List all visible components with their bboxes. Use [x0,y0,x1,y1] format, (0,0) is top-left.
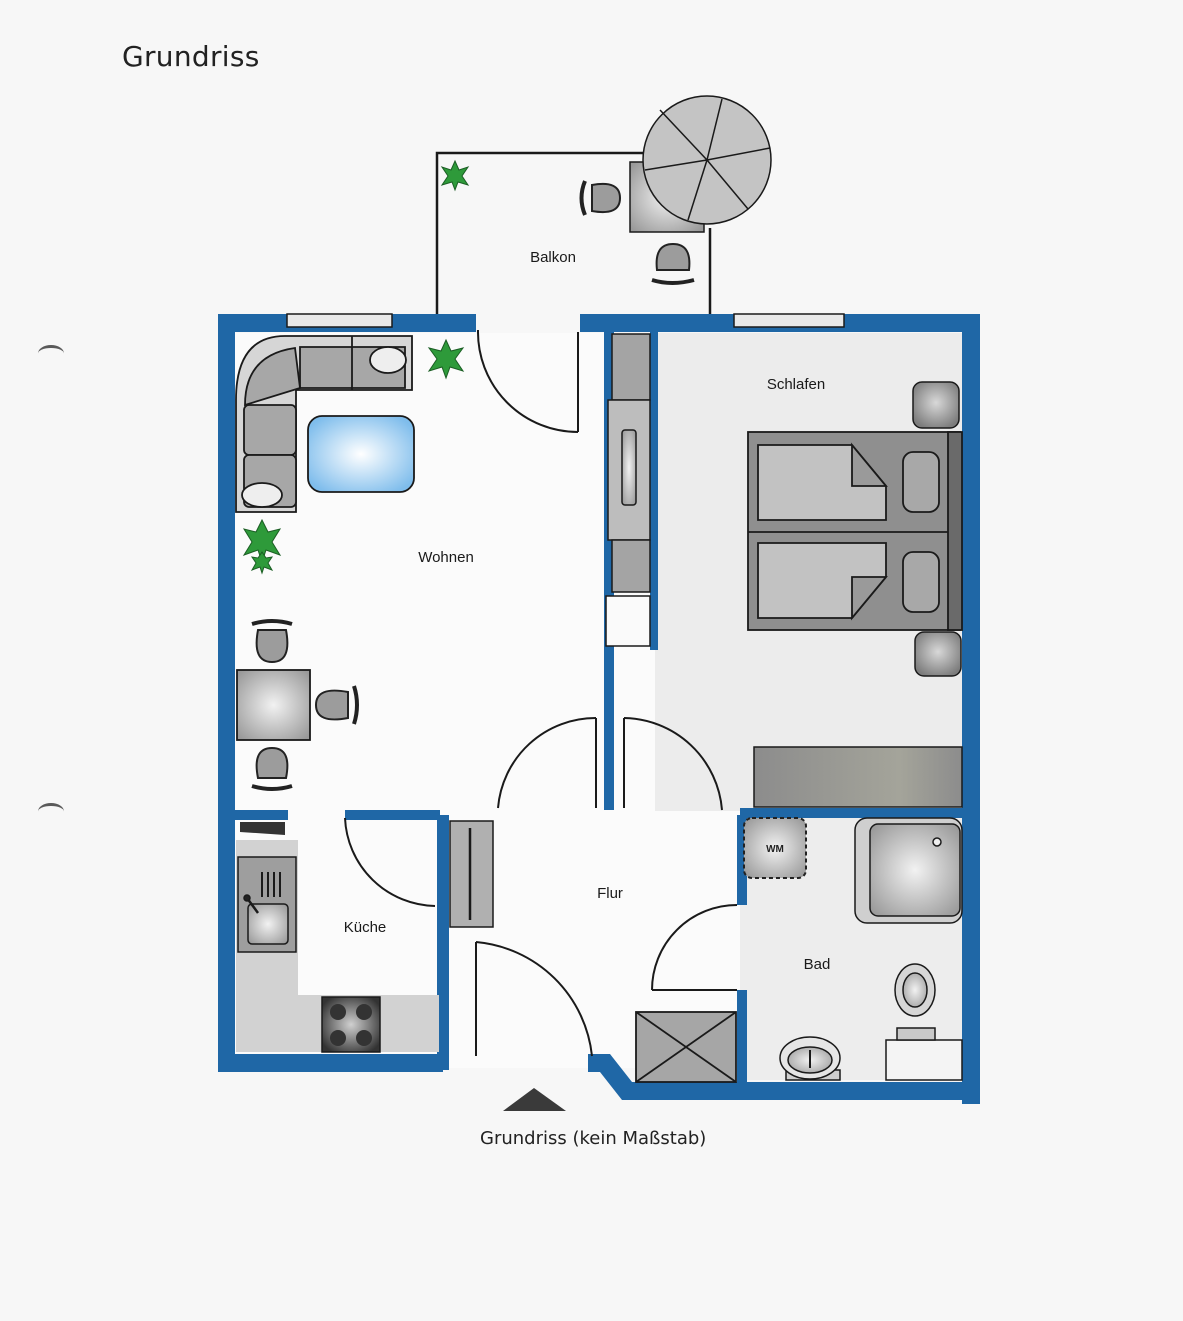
door-swings [344,329,738,1057]
washbasin-icon [779,1036,841,1081]
wardrobe-icon [605,333,651,647]
sink-icon [237,856,297,953]
nightstand-icon [912,381,960,429]
corner-sofa-icon [235,335,413,513]
room-label-flur: Flur [597,885,623,902]
page-title: Grundriss [122,40,260,73]
double-bed-icon [747,431,963,631]
balcony-railing [435,151,712,315]
room-label-wohnen: Wohnen [418,549,474,566]
windows [286,313,845,328]
shower-icon [854,817,963,924]
room-label-bad: Bad [804,956,831,973]
nightstand-icon [914,631,962,677]
balcony-chair-left-icon [579,180,622,216]
coffee-table-rug-icon [307,415,415,493]
washing-machine-label: WM [766,844,784,855]
toilet-icon [885,963,963,1081]
punch-hole-bottom [38,803,64,820]
washing-machine-icon: WM [743,817,807,879]
punch-hole-top [38,345,64,362]
chair-icon [314,685,359,725]
stove-icon [321,996,381,1053]
dining-table-icon [236,669,311,741]
chair-icon [251,619,293,664]
plant-icon [440,159,470,192]
chair-icon [251,746,293,791]
room-label-kueche: Küche [344,919,387,936]
plant-icon [427,338,465,380]
plan-caption: Grundriss (kein Maßstab) [480,1128,707,1149]
shaft-icon [635,1011,737,1083]
plant-icon [242,518,282,575]
room-label-balkon: Balkon [530,249,576,266]
balcony-chair-bottom-icon [651,242,695,285]
coat-rack-icon [449,820,494,928]
room-label-schlafen: Schlafen [767,376,825,393]
dresser-icon [753,746,963,808]
triangle-up-icon [503,1088,566,1111]
fridge-icon [240,822,285,835]
parasol-icon [642,95,772,225]
